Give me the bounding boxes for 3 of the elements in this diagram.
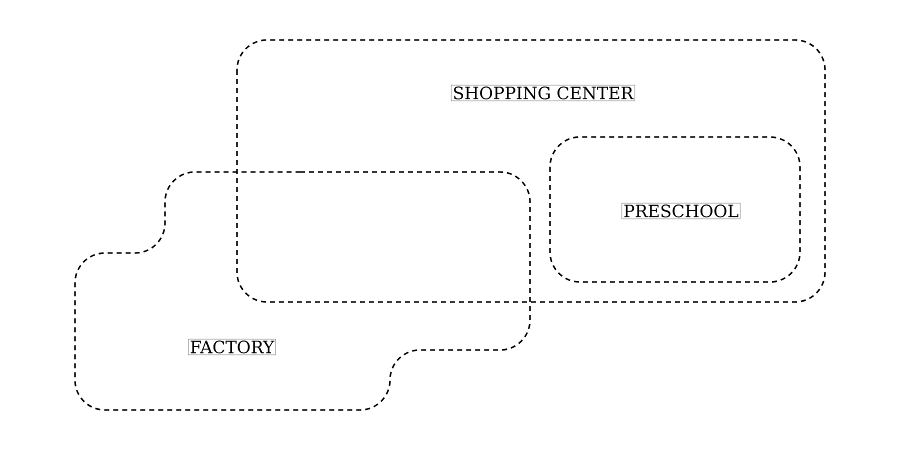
zone-label: SHOPPING CENTER bbox=[450, 84, 636, 102]
zone-label: PRESCHOOL bbox=[622, 202, 740, 220]
zone-label: FACTORY bbox=[188, 338, 276, 356]
